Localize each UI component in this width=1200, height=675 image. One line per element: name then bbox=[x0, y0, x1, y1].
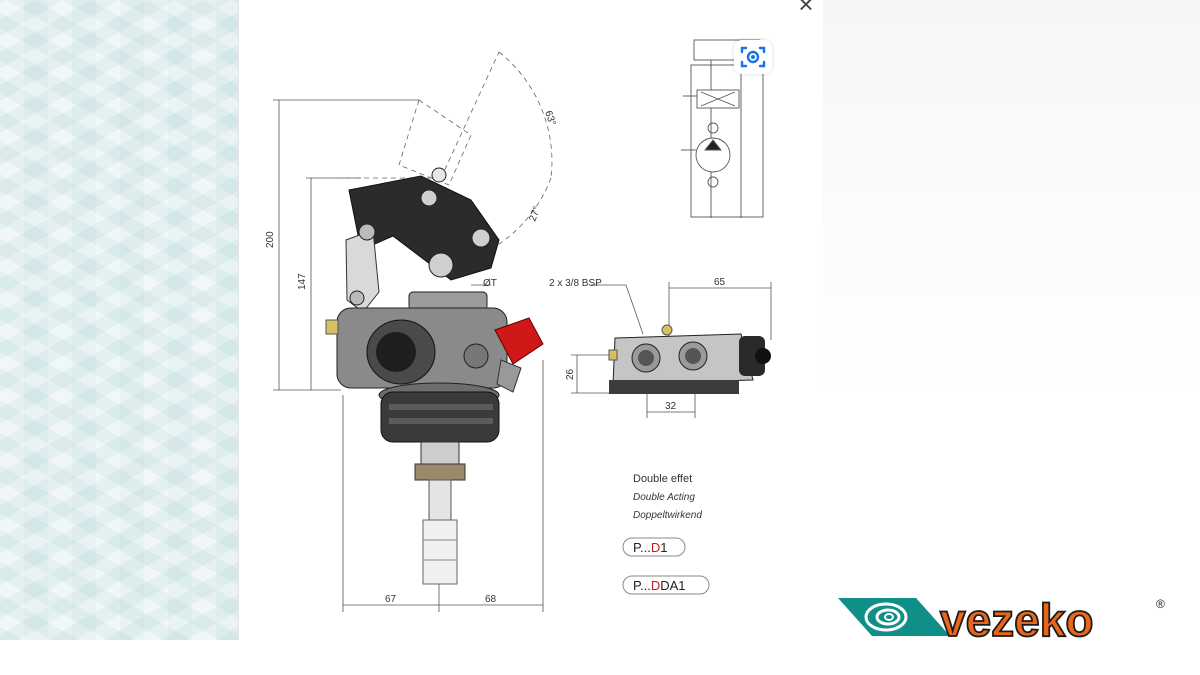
svg-text:P...D1: P...D1 bbox=[633, 540, 667, 555]
close-icon[interactable]: × bbox=[798, 0, 814, 19]
caption-fr: Double effet bbox=[633, 473, 692, 485]
angle-label-63: 63° bbox=[542, 109, 558, 127]
bottom-strip bbox=[0, 640, 822, 675]
dim-label-67: 67 bbox=[385, 594, 397, 605]
angle-label-27: 27° bbox=[527, 205, 543, 223]
vezeko-swirl-icon: vezeko ® bbox=[838, 593, 1165, 647]
caption-de: Doppeltwirkend bbox=[633, 510, 702, 521]
hydraulic-schematic bbox=[681, 39, 764, 218]
brand-name: vezeko bbox=[940, 594, 1093, 646]
dim-label-68: 68 bbox=[485, 594, 497, 605]
model-badge-2: P...DDA1 bbox=[622, 575, 710, 595]
dim-label-200: 200 bbox=[265, 231, 276, 248]
dim-label-65: 65 bbox=[714, 277, 726, 288]
side-view bbox=[471, 282, 772, 418]
dim-label-26: 26 bbox=[565, 368, 576, 380]
lens-icon bbox=[740, 46, 766, 68]
dim-label-147: 147 bbox=[297, 273, 308, 290]
registered-mark: ® bbox=[1156, 597, 1165, 611]
right-background bbox=[822, 0, 1200, 675]
model-badge-1: P...D1 bbox=[622, 537, 686, 557]
technical-drawing: 200 147 67 68 65 26 32 63° 27° 2 x 3/8 B… bbox=[265, 39, 772, 612]
vezeko-logo: vezeko ® bbox=[838, 590, 1168, 650]
lens-button[interactable] bbox=[734, 40, 772, 74]
left-background-pattern bbox=[0, 0, 238, 675]
caption-en: Double Acting bbox=[633, 492, 695, 503]
dim-label-32: 32 bbox=[665, 401, 677, 412]
pump-body bbox=[325, 167, 544, 585]
svg-text:P...DDA1: P...DDA1 bbox=[633, 578, 686, 593]
diameter-label: ØT bbox=[483, 278, 497, 289]
lever-arc bbox=[341, 51, 553, 249]
image-panel: 200 147 67 68 65 26 32 63° 27° 2 x 3/8 B… bbox=[238, 0, 823, 640]
thread-label: 2 x 3/8 BSP bbox=[549, 278, 602, 289]
